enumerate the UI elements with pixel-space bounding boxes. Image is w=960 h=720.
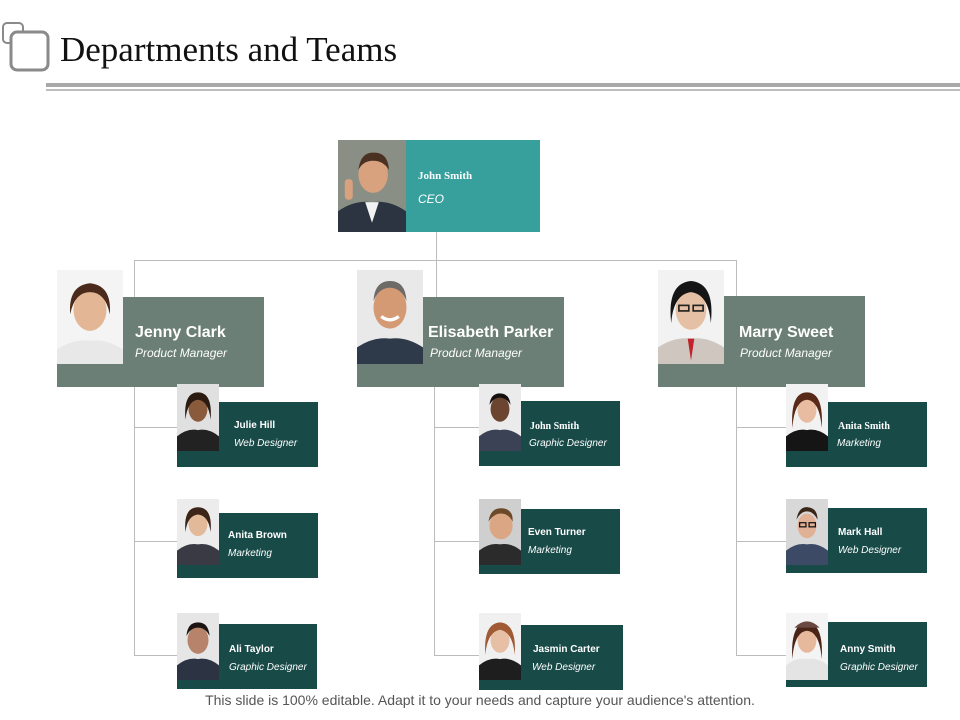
member-role: Graphic Designer	[229, 662, 307, 673]
member-name: Even Turner	[528, 527, 586, 538]
member-role: Graphic Designer	[840, 662, 918, 673]
manager-name: Jenny Clark	[135, 324, 226, 341]
member-photo-icon	[479, 499, 521, 565]
member-role: Graphic Designer	[529, 438, 607, 449]
team-spine-line	[134, 386, 135, 656]
ceo-connector	[436, 232, 437, 298]
team-spine-line	[434, 386, 435, 656]
ceo-photo-icon	[338, 140, 406, 232]
slide-corner-icon	[2, 22, 50, 72]
member-name: Ali Taylor	[229, 644, 274, 655]
ceo-card	[406, 140, 540, 232]
manager-role: Product Manager	[430, 346, 523, 360]
member-photo-icon	[786, 499, 828, 565]
member-photo-icon	[177, 384, 219, 451]
team-spine-line	[736, 386, 737, 656]
team-branch-line	[134, 655, 178, 656]
team-branch-line	[736, 427, 786, 428]
member-role: Web Designer	[532, 662, 596, 673]
member-role: Marketing	[528, 545, 572, 556]
member-name: Anita Smith	[838, 421, 890, 432]
slide-footer-note: This slide is 100% editable. Adapt it to…	[205, 692, 755, 708]
team-branch-line	[434, 541, 480, 542]
team-branch-line	[434, 655, 480, 656]
team-branch-line	[134, 541, 178, 542]
member-name: Anita Brown	[228, 530, 287, 541]
manager-role: Product Manager	[740, 346, 833, 360]
team-branch-line	[134, 427, 178, 428]
team-branch-line	[736, 655, 786, 656]
member-role: Marketing	[228, 548, 272, 559]
manager-photo-icon	[57, 270, 123, 364]
manager-name: Elisabeth Parker	[428, 324, 554, 341]
member-role: Marketing	[837, 438, 881, 449]
title-divider	[46, 83, 960, 87]
member-name: Anny Smith	[840, 644, 896, 655]
manager-photo-icon	[357, 270, 423, 364]
member-photo-icon	[479, 613, 521, 680]
member-name: Mark Hall	[838, 527, 883, 538]
team-branch-line	[736, 541, 786, 542]
member-name: Jasmin Carter	[533, 644, 600, 655]
member-name: Julie Hill	[234, 420, 276, 431]
manager-drop-line	[134, 260, 135, 298]
member-photo-icon	[177, 499, 219, 565]
page-title: Departments and Teams	[60, 30, 398, 69]
manager-role: Product Manager	[135, 346, 228, 360]
manager-drop-line	[736, 260, 737, 298]
member-photo-icon	[786, 384, 828, 451]
member-role: Web Designer	[838, 545, 902, 556]
manager-photo-icon	[658, 270, 724, 364]
member-photo-icon	[177, 613, 219, 680]
member-name: John Smith	[530, 421, 580, 432]
ceo-role: CEO	[418, 192, 445, 206]
manager-bus-line	[134, 260, 737, 261]
member-photo-icon	[786, 613, 828, 680]
member-photo-icon	[479, 384, 521, 451]
team-branch-line	[434, 427, 480, 428]
manager-name: Marry Sweet	[739, 324, 834, 341]
ceo-name: John Smith	[418, 170, 473, 182]
title-divider-thin	[46, 89, 960, 91]
member-role: Web Designer	[234, 438, 298, 449]
